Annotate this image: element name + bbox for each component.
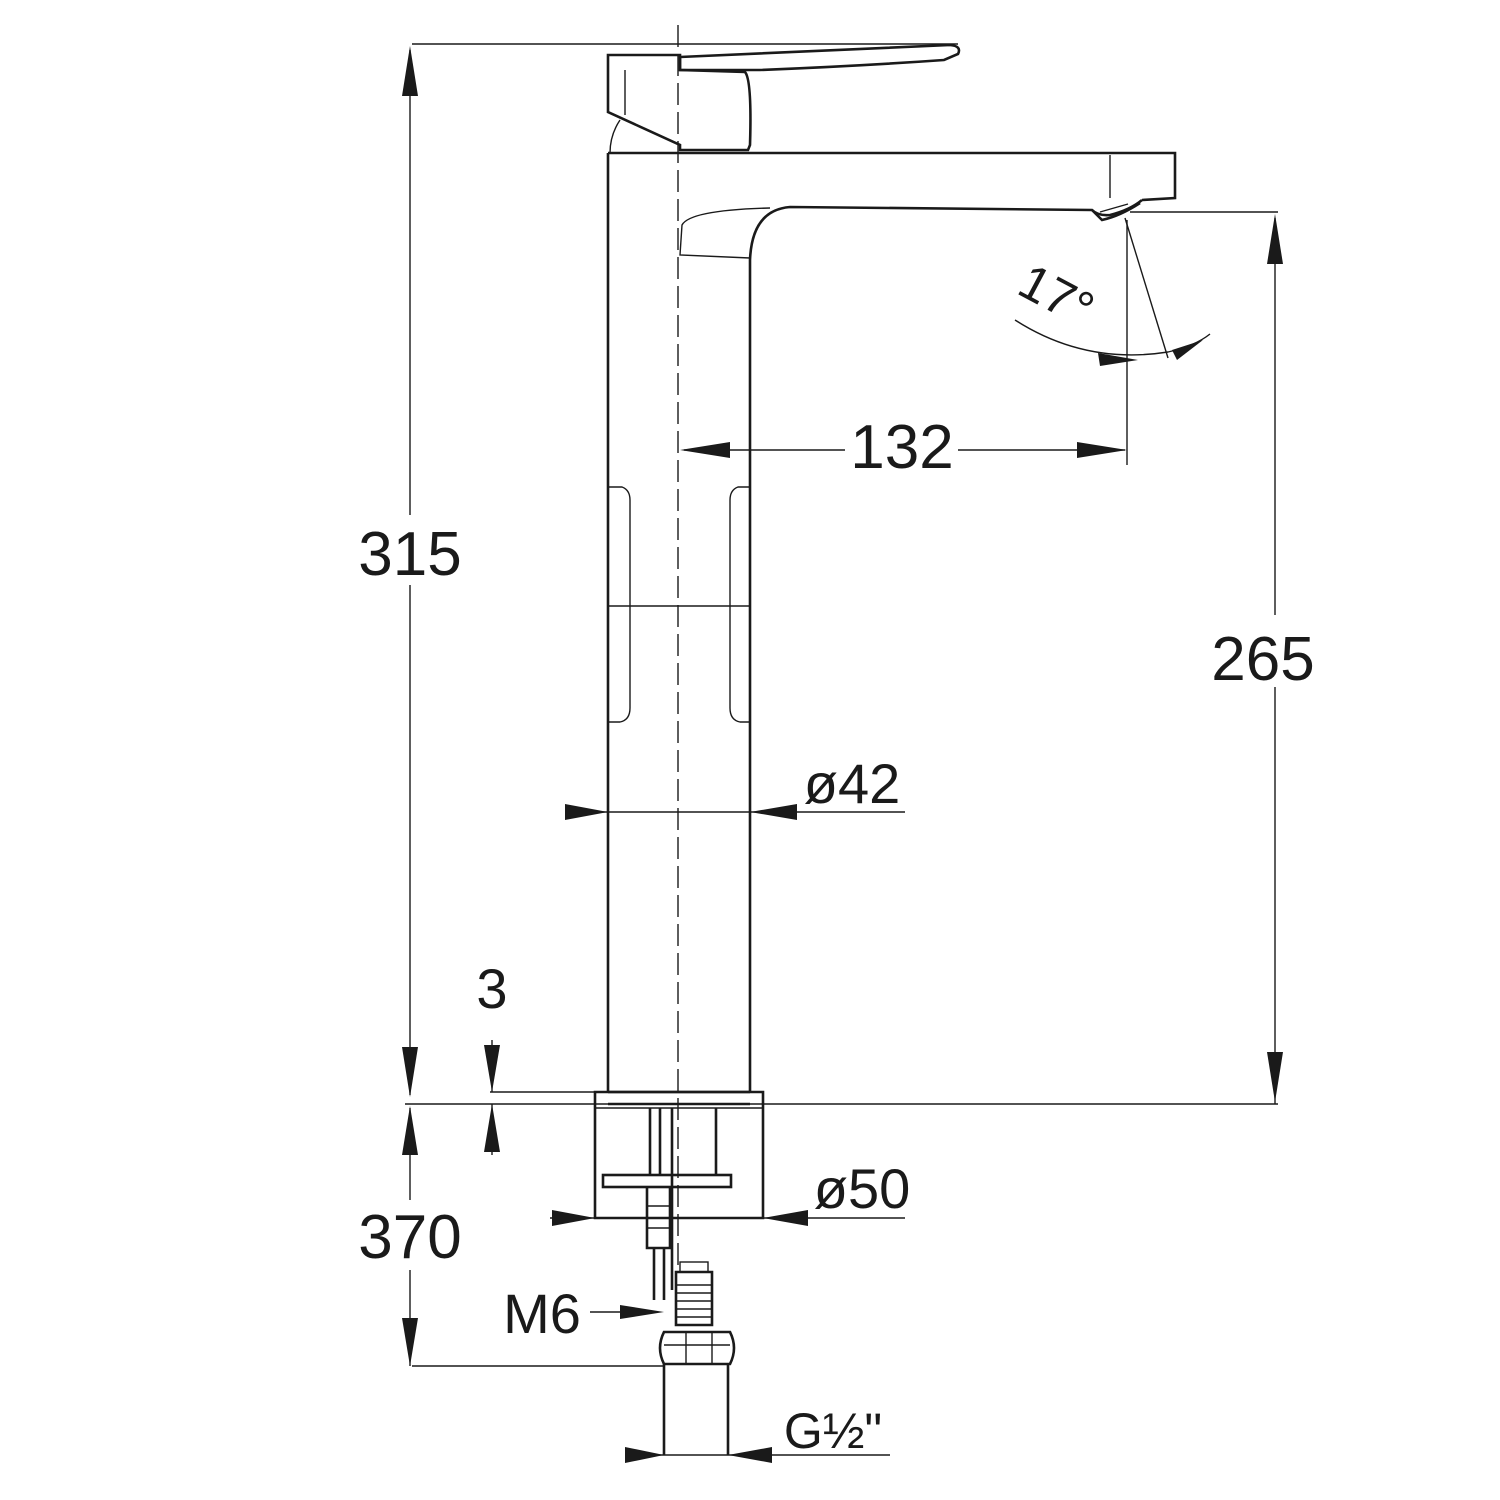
dim-spout-height: 265	[1130, 211, 1340, 1104]
handle-block	[606, 53, 752, 152]
spout-top	[608, 151, 1177, 202]
angle-ref-line	[1124, 217, 1169, 359]
arrow-in-left-g12	[625, 1447, 664, 1463]
arrow-left-132	[680, 442, 730, 458]
arrow-angle-right	[1172, 340, 1203, 360]
arrow-in-left-50	[552, 1210, 595, 1226]
right-slot	[729, 486, 750, 723]
arrow-in-left-42	[565, 804, 608, 820]
arrow-in-right-g12	[728, 1447, 772, 1463]
label-3: 3	[476, 957, 507, 1020]
arrow-down-370	[402, 1318, 418, 1366]
label-g12: G½"	[784, 1403, 882, 1459]
base-flange	[593, 1090, 765, 1220]
arrow-down-315	[402, 1047, 418, 1097]
dim-total-height: 315	[352, 43, 958, 1097]
spout-inner-curve	[679, 207, 771, 259]
label-m6: M6	[503, 1282, 581, 1345]
arrow-up-265	[1267, 214, 1283, 264]
dim-hose-length: 370	[352, 1106, 664, 1367]
arrow-m6	[620, 1305, 664, 1319]
connector-top	[679, 1261, 709, 1273]
aerator	[1091, 201, 1141, 222]
label-bg-370	[352, 1200, 468, 1270]
label-bg-315	[352, 515, 468, 585]
arrow-in-right-50	[763, 1210, 808, 1226]
spout-underside	[748, 198, 1143, 1092]
handle-neck	[609, 119, 621, 154]
arrow-up-370	[402, 1106, 418, 1155]
dim-flange-diameter: ø50	[550, 1157, 910, 1226]
arrow-down-265	[1267, 1052, 1283, 1102]
label-315: 315	[358, 520, 461, 589]
label-d42: ø42	[804, 752, 901, 815]
arrow-angle-left	[1098, 353, 1138, 366]
arrow-in-right-42	[750, 804, 797, 820]
faucet-outline	[593, 43, 1177, 1455]
arrow-down-3	[484, 1045, 500, 1092]
fixing-plate	[601, 1173, 733, 1189]
label-132: 132	[850, 413, 953, 482]
dim-connection-thread: G½"	[625, 1403, 890, 1463]
arrow-up-315	[402, 46, 418, 96]
label-d50: ø50	[814, 1157, 911, 1220]
handle-lever	[678, 43, 961, 72]
dim-spout-reach: 132	[680, 220, 1128, 482]
hex-nut	[658, 1330, 736, 1366]
dim-spout-angle: 17°	[1010, 217, 1211, 366]
label-265: 265	[1211, 625, 1314, 694]
label-370: 370	[358, 1203, 461, 1272]
label-bg-265	[1210, 615, 1340, 687]
dim-body-diameter: ø42	[565, 752, 905, 820]
dim-stud-thread: M6	[503, 1282, 664, 1345]
left-slot	[608, 486, 631, 723]
dim-base-thickness: 3	[476, 957, 508, 1155]
aerator-line	[1099, 203, 1129, 213]
arrow-up-3	[484, 1104, 500, 1152]
arrow-right-132	[1077, 442, 1127, 458]
